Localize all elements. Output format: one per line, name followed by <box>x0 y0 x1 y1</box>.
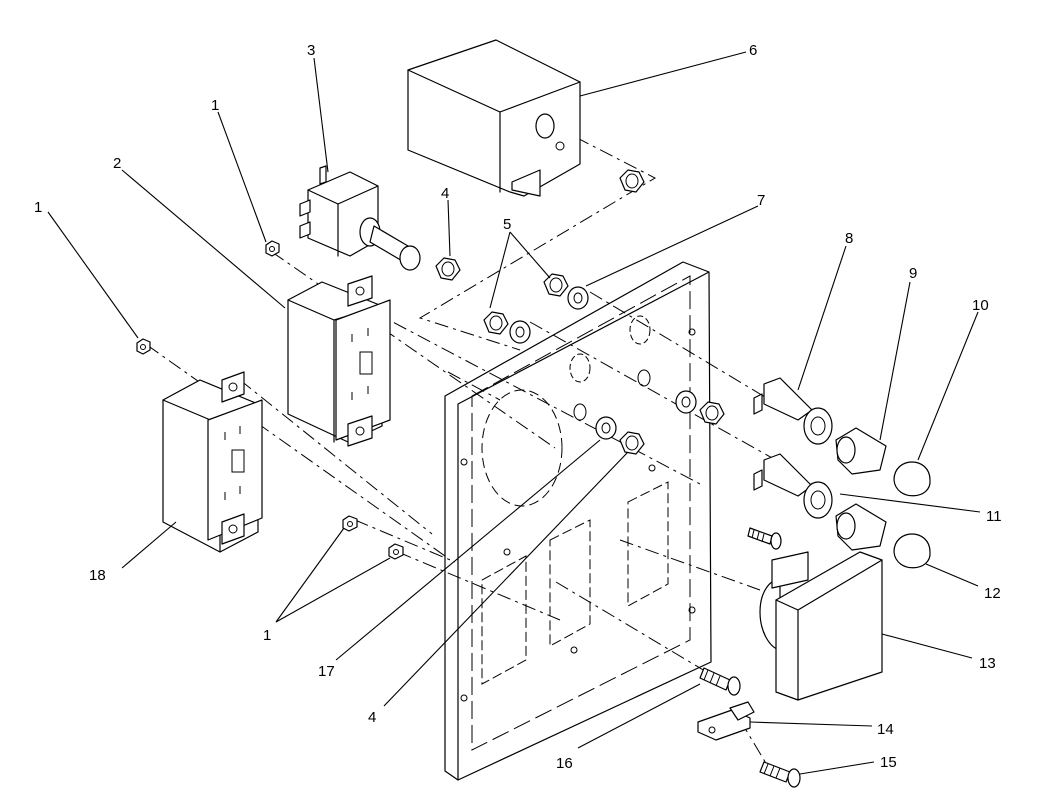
callouts: 1 2 1 3 4 5 6 7 8 9 10 11 12 13 14 15 16… <box>34 42 1002 772</box>
leader-lines <box>47 51 981 775</box>
callout-6: 6 <box>749 42 757 59</box>
callout-11: 11 <box>986 508 1002 525</box>
lamp-bulb-lower <box>835 503 887 551</box>
toggle-switch <box>299 165 421 271</box>
locknut-6 <box>619 169 645 193</box>
receptacle-upper <box>287 275 391 447</box>
callout-4-upper: 4 <box>441 185 449 202</box>
screw-15 <box>759 761 801 788</box>
callout-4-lower: 4 <box>368 709 376 726</box>
callout-16: 16 <box>556 755 573 772</box>
lens-cap-12 <box>893 533 931 569</box>
box-cover <box>407 39 581 197</box>
screw-16 <box>699 667 741 696</box>
callout-9: 9 <box>909 265 917 282</box>
washer-7 <box>567 286 589 310</box>
washer-5b <box>509 320 531 344</box>
callout-7: 7 <box>757 192 765 209</box>
hex-nut-1a <box>265 240 280 257</box>
callout-15: 15 <box>880 754 897 771</box>
locknut-panel-right <box>699 401 725 425</box>
assembly-lines <box>146 124 791 771</box>
locknut-4-upper <box>435 257 461 281</box>
callout-12: 12 <box>984 585 1001 602</box>
screw-upper <box>747 527 782 550</box>
lamp-bulb-9 <box>835 427 887 475</box>
washer-17 <box>595 416 617 440</box>
callout-14: 14 <box>877 721 894 738</box>
callout-2: 2 <box>113 155 121 172</box>
lens-cap-10 <box>893 461 931 497</box>
callout-5: 5 <box>503 216 511 233</box>
callout-8: 8 <box>845 230 853 247</box>
hex-nut-1b <box>136 338 151 355</box>
callout-10: 10 <box>972 297 989 314</box>
receptacle-lower <box>162 371 263 553</box>
hex-nut-1c <box>342 515 358 532</box>
clamp-14 <box>697 701 755 741</box>
hex-nut-1d <box>388 543 404 560</box>
locknut-5a <box>543 273 569 297</box>
cover-block-13 <box>759 551 883 701</box>
callout-3: 3 <box>307 42 315 59</box>
lamp-holder-11 <box>753 453 833 519</box>
locknut-5b <box>483 311 509 335</box>
callout-13: 13 <box>979 655 996 672</box>
callout-18: 18 <box>89 567 106 584</box>
washer-panel-right <box>675 390 697 414</box>
callout-17: 17 <box>318 663 335 680</box>
callout-1-left: 1 <box>34 199 42 216</box>
callout-1-upper: 1 <box>211 97 219 114</box>
callout-1-lower: 1 <box>263 627 271 644</box>
mounting-panel <box>444 261 712 781</box>
lamp-holder-8 <box>753 377 833 445</box>
locknut-4-lower <box>619 431 645 455</box>
